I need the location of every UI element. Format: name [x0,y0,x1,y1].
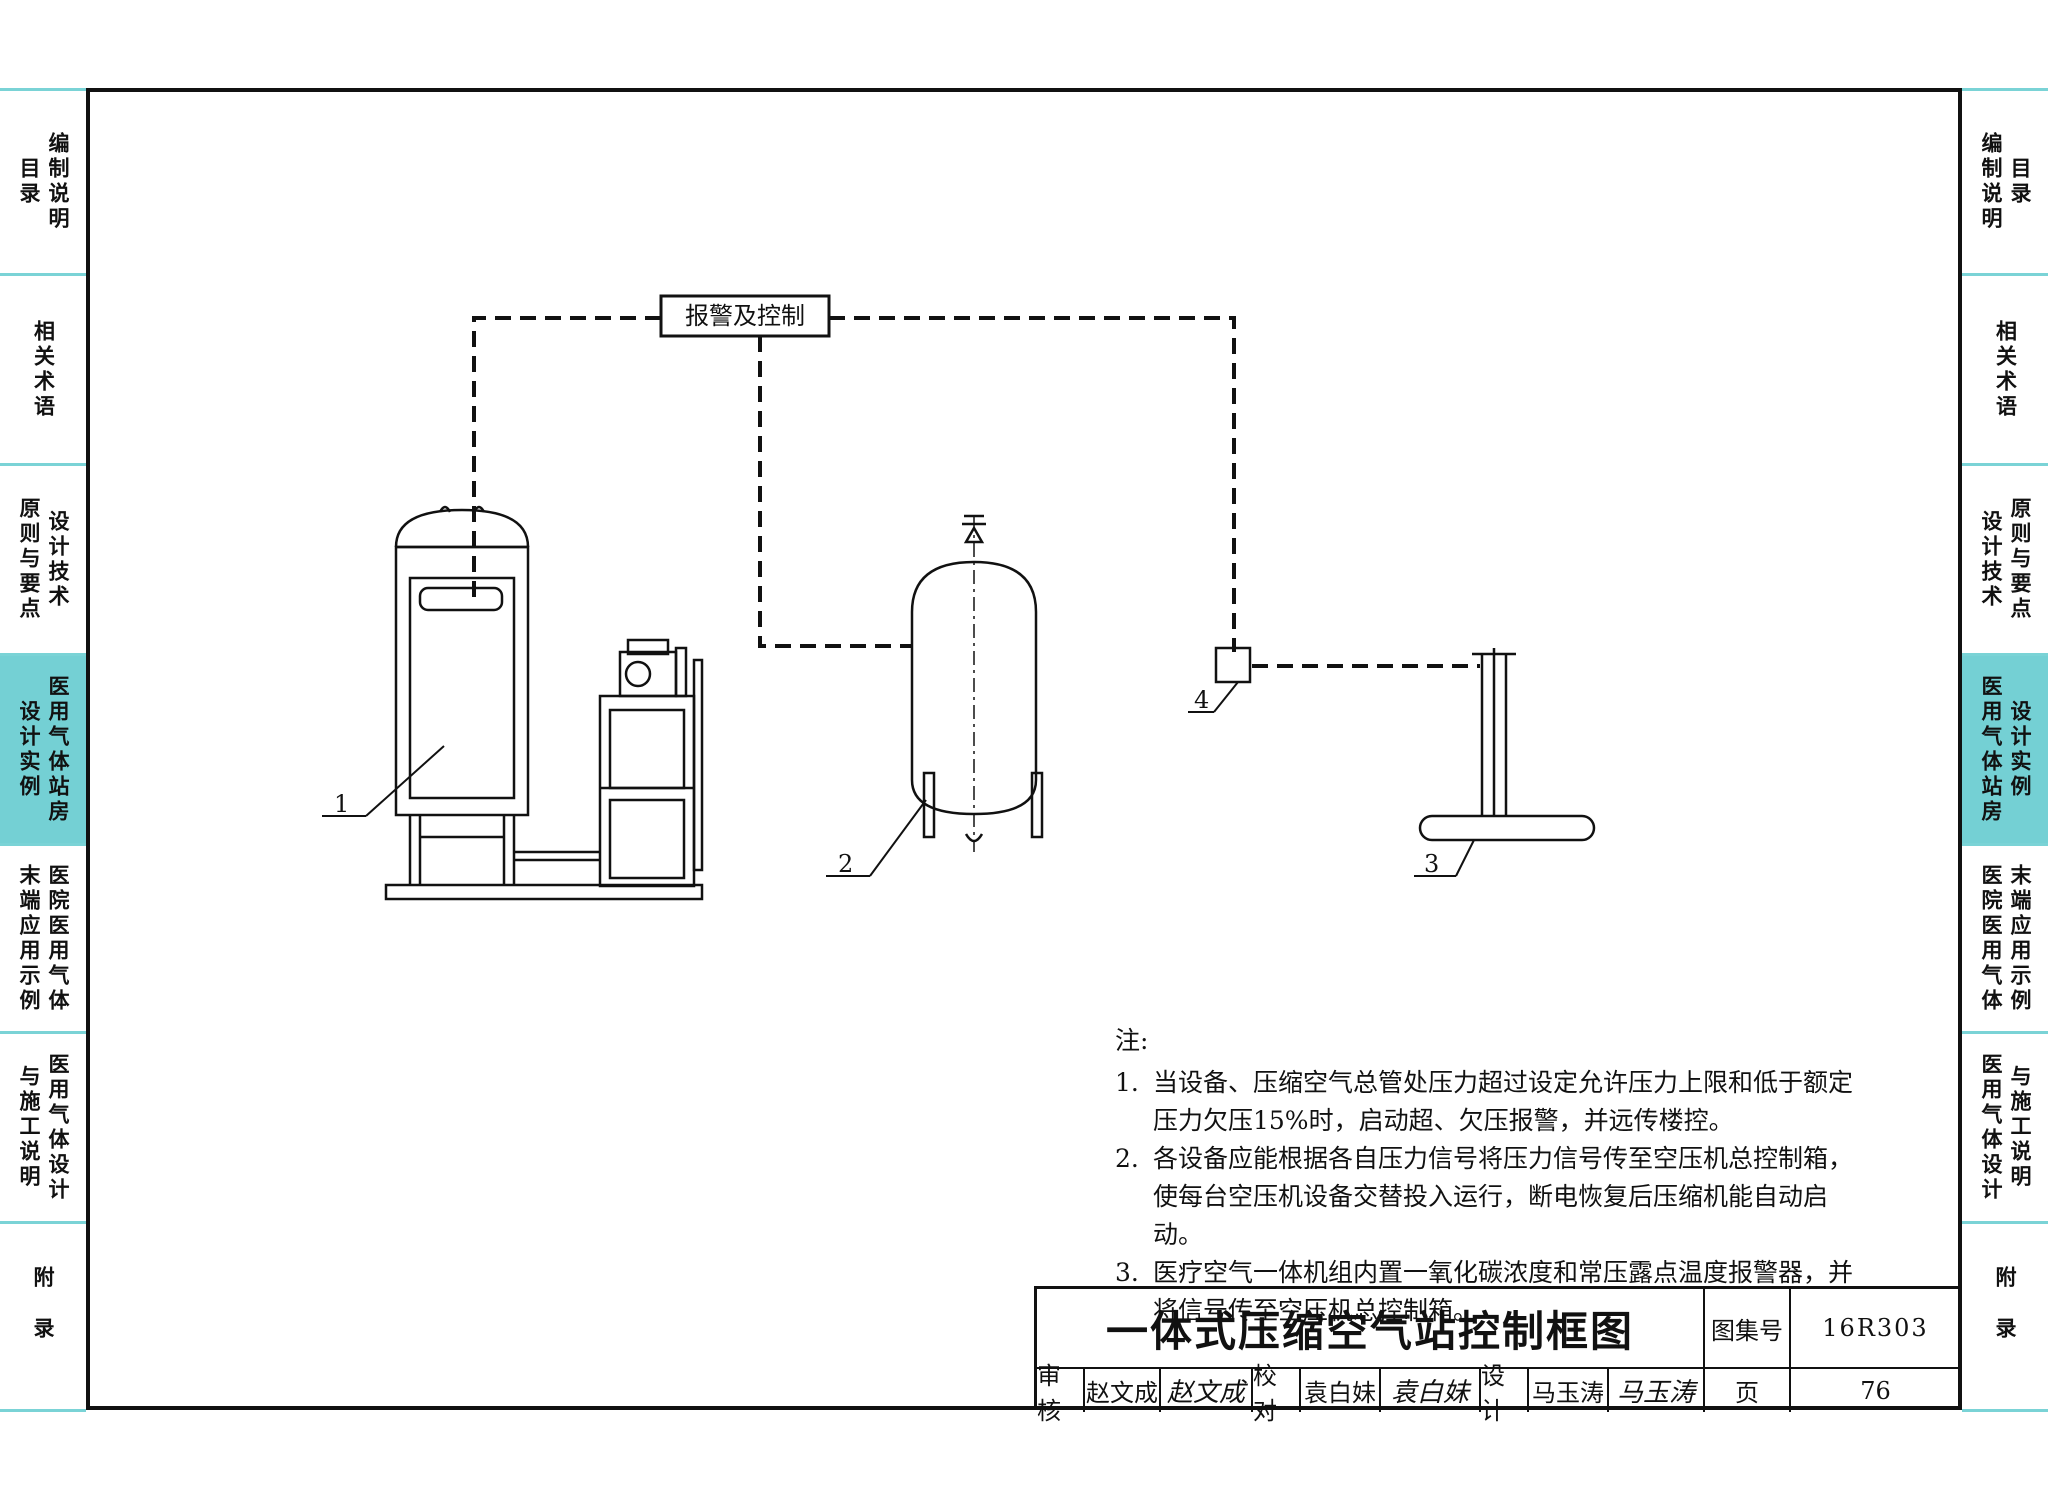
side-tab-label: 附录 [31,1265,55,1368]
design-label: 设计 [1481,1362,1529,1425]
side-tab[interactable]: 医用气体设计与施工说明 [1962,1034,2048,1224]
side-tab[interactable]: 原则与要点设计技术 [0,466,86,656]
side-tab-label: 与施工说明 [2008,1065,2032,1190]
side-tab-label: 医院医用气体 [46,863,70,1014]
note-number: 3. [1115,1258,1139,1287]
side-tab[interactable]: 目录编制说明 [0,88,86,276]
side-tab-label: 设计实例 [2008,699,2032,800]
side-tab-label: 设计技术 [1979,509,2003,610]
atlas-label: 图集号 [1705,1289,1791,1369]
callout-2: 2 [838,850,853,878]
review-label: 审核 [1037,1362,1085,1425]
side-tab-label: 编制说明 [1979,132,2003,232]
side-tab-label: 末端应用示例 [2008,863,2032,1014]
side-tab[interactable]: 编制说明目录 [1962,88,2048,276]
designer-signature: 马玉涛 [1609,1369,1705,1412]
side-tab[interactable]: 医院医用气体末端应用示例 [1962,846,2048,1034]
callout-3: 3 [1424,850,1439,878]
side-tab[interactable]: 附录 [1962,1224,2048,1412]
callout-1: 1 [334,790,349,818]
side-tab-label: 末端应用示例 [17,863,41,1014]
callout-labels: 1 2 4 3 [334,686,1439,878]
side-tab[interactable]: 相关术语 [0,276,86,466]
drawing-title: 一体式压缩空气站控制框图 [1037,1289,1705,1369]
reviewer-name: 赵文成 [1085,1369,1161,1412]
note-item: 2. 各设备应能根据各自压力信号将压力信号传至空压机总控制箱，使每台空压机设备交… [1115,1140,1875,1254]
side-tab-label: 设计技术 [46,509,70,610]
side-tab[interactable]: 相关术语 [1962,276,2048,466]
side-tab[interactable]: 与施工说明医用气体设计 [0,1034,86,1224]
designer-name: 马玉涛 [1529,1369,1609,1412]
pressure-sensor [1214,646,1252,684]
page-label: 页 [1705,1369,1791,1412]
check-label: 校对 [1253,1362,1301,1425]
control-box: 报警及控制 [659,294,831,338]
checker-name: 袁白妹 [1301,1369,1381,1412]
side-tab-label: 相关术语 [1993,319,2018,420]
side-tab[interactable]: 附录 [0,1224,86,1412]
callout-4: 4 [1194,686,1209,714]
side-tab[interactable]: 设计实例医用气体站房 [0,656,86,846]
side-tab[interactable]: 末端应用示例医院医用气体 [0,846,86,1034]
signal-lines [472,316,1480,668]
side-tab-label: 医用气体站房 [1979,674,2003,825]
side-tab-label: 与施工说明 [17,1065,41,1190]
note-number: 1. [1115,1068,1139,1097]
checker-signature: 袁白妹 [1381,1369,1481,1412]
drawing-frame: 报警及控制 [86,88,1962,1410]
side-tab-label: 相关术语 [31,319,56,420]
reviewer-signature: 赵文成 [1161,1369,1253,1412]
integrated-compressor-unit [384,505,704,901]
side-tab-label: 目录 [2008,157,2032,207]
control-box-label: 报警及控制 [685,302,805,330]
atlas-number: 16R303 [1791,1289,1960,1369]
side-tab[interactable]: 医用气体站房设计实例 [1962,656,2048,846]
note-text: 医疗空气一体机组内置一氧化碳浓度和常压露点温度报警器，并将信号传至空压机总控制箱… [1153,1258,1854,1325]
control-diagram: 报警及控制 [322,294,1596,901]
title-block: 一体式压缩空气站控制框图 图集号 16R303 审核 赵文成 赵文成 校对 袁白… [1034,1286,1960,1425]
note-text: 当设备、压缩空气总管处压力超过设定允许压力上限和低于额定压力欠压15%时，启动超… [1153,1068,1854,1135]
side-tab-label: 编制说明 [46,132,70,232]
terminal-manifold [1418,648,1596,842]
side-tab-label: 医院医用气体 [1979,863,2003,1014]
side-tab[interactable]: 设计技术原则与要点 [1962,466,2048,656]
side-tab-label: 原则与要点 [2008,497,2032,622]
side-tab-label: 目录 [17,157,41,207]
side-tab-label: 原则与要点 [17,497,41,622]
side-tab-label: 医用气体设计 [1979,1052,2003,1203]
side-tab-label: 医用气体设计 [46,1052,70,1203]
left-side-tabs: 目录编制说明相关术语原则与要点设计技术设计实例医用气体站房末端应用示例医院医用气… [0,88,86,1412]
note-number: 2. [1115,1144,1139,1173]
note-item: 3. 医疗空气一体机组内置一氧化碳浓度和常压露点温度报警器，并将信号传至空压机总… [1115,1254,1875,1330]
side-tab-label: 附录 [1993,1265,2017,1368]
right-side-tabs: 编制说明目录相关术语设计技术原则与要点医用气体站房设计实例医院医用气体末端应用示… [1962,88,2048,1412]
note-text: 各设备应能根据各自压力信号将压力信号传至空压机总控制箱，使每台空压机设备交替投入… [1153,1144,1854,1249]
note-item: 1. 当设备、压缩空气总管处压力超过设定允许压力上限和低于额定压力欠压15%时，… [1115,1064,1875,1140]
page-number: 76 [1860,1376,1891,1405]
callout-leaders [322,681,1475,877]
notes: 注: 1. 当设备、压缩空气总管处压力超过设定允许压力上限和低于额定压力欠压15… [1115,1022,1875,1330]
side-tab-label: 设计实例 [17,699,41,800]
pressure-vessel [910,514,1044,852]
notes-heading: 注: [1115,1026,1149,1055]
side-tab-label: 医用气体站房 [46,674,70,825]
